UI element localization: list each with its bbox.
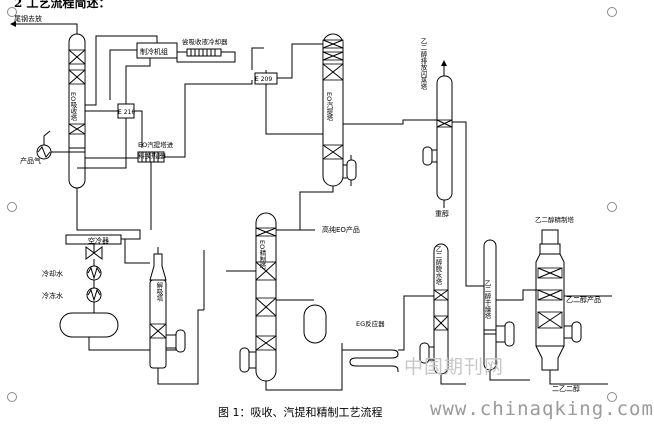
glycol-vent-col-label: 乙二醇排放闪蒸塔 xyxy=(419,38,427,92)
watermark-journal: 中国期刊网 xyxy=(404,356,505,378)
cooling-water-label: 冷却水 xyxy=(42,269,63,278)
process-flow-diagram: 尾钢去放 尝吸收液冷却器 制冷机组 E 216 E 209 EO吸收塔 产品气 … xyxy=(7,7,617,402)
glycol-vent-flash-column xyxy=(436,60,453,201)
desorber-label: 解吸塔 xyxy=(155,281,163,303)
glycol-vent-reboiler xyxy=(422,146,437,166)
eo-stripper-column xyxy=(322,33,344,187)
eg-reactor-label: EG反应器 xyxy=(356,319,385,328)
cooling-water-exchanger xyxy=(86,265,102,281)
eo-refining-reboiler xyxy=(239,347,256,373)
product-gas-label: 产品气 xyxy=(20,156,41,165)
eg-refining-column xyxy=(535,229,565,376)
eg-dehydration-reboiler xyxy=(419,342,434,364)
eg-drying-reboiler xyxy=(496,321,515,347)
eo-reflux-drum xyxy=(303,304,327,344)
absorber-top-condenser xyxy=(186,48,222,57)
eo-refiner-label: EO精制塔 xyxy=(258,240,266,270)
chilled-water-label: 冷冻水 xyxy=(42,291,63,300)
refrigerator-label: 制冷机组 xyxy=(140,47,168,56)
watermark-url: www.chinaqking.com xyxy=(430,398,654,420)
eg-reactor-coil xyxy=(341,343,399,372)
eo-refining-column xyxy=(255,212,277,382)
eg-refining-label: 乙二醇精制塔 xyxy=(535,215,575,224)
absorber-top-condenser-label: 尝吸收液冷却器 xyxy=(182,37,228,46)
chilled-water-exchanger xyxy=(86,287,102,303)
exchanger-e209-label: E 209 xyxy=(255,76,272,83)
eo-absorber-label: EO吸收塔 xyxy=(69,92,77,122)
vent-gas-label: 尾钢去放 xyxy=(14,14,42,23)
vent-gas-line xyxy=(16,23,78,34)
meg-product-label: 乙二醇产品 xyxy=(566,295,601,304)
punch-holes xyxy=(7,7,617,402)
product-gas-heater xyxy=(36,130,69,160)
eo-stripper-reboiler xyxy=(343,155,357,186)
exchanger-e216-label: E 216 xyxy=(118,109,135,116)
figure-caption: 图 1：吸收、汽提和精制工艺流程 xyxy=(218,406,383,419)
eo-stripper-label: EO汽提塔 xyxy=(325,92,333,122)
eo-absorber-drum xyxy=(59,312,119,338)
desorber-reboiler xyxy=(166,329,186,353)
eg-dehydration-column xyxy=(433,243,449,375)
eo-stripper-exchanger-label-2: 料换热器I xyxy=(138,151,166,160)
eg-drying-column xyxy=(483,239,497,371)
eg-dehydration-label: 乙二醇脱水塔 xyxy=(434,246,442,286)
deg-label: 二乙二醇 xyxy=(552,384,580,393)
gas-out-label: 重醇 xyxy=(435,209,449,218)
eg-drying-label: 乙二醇干燥塔 xyxy=(483,280,491,321)
eo-stripper-exchanger-label-1: EO汽提塔进 xyxy=(138,140,174,149)
section-heading: 2 工艺流程简述： xyxy=(14,0,111,10)
high-purity-eo-label: 高纯EO产品 xyxy=(322,225,360,234)
eg-refining-reboiler xyxy=(564,321,582,343)
air-cooler-label: 空冷器 xyxy=(88,236,109,245)
desorber-column xyxy=(149,247,167,369)
